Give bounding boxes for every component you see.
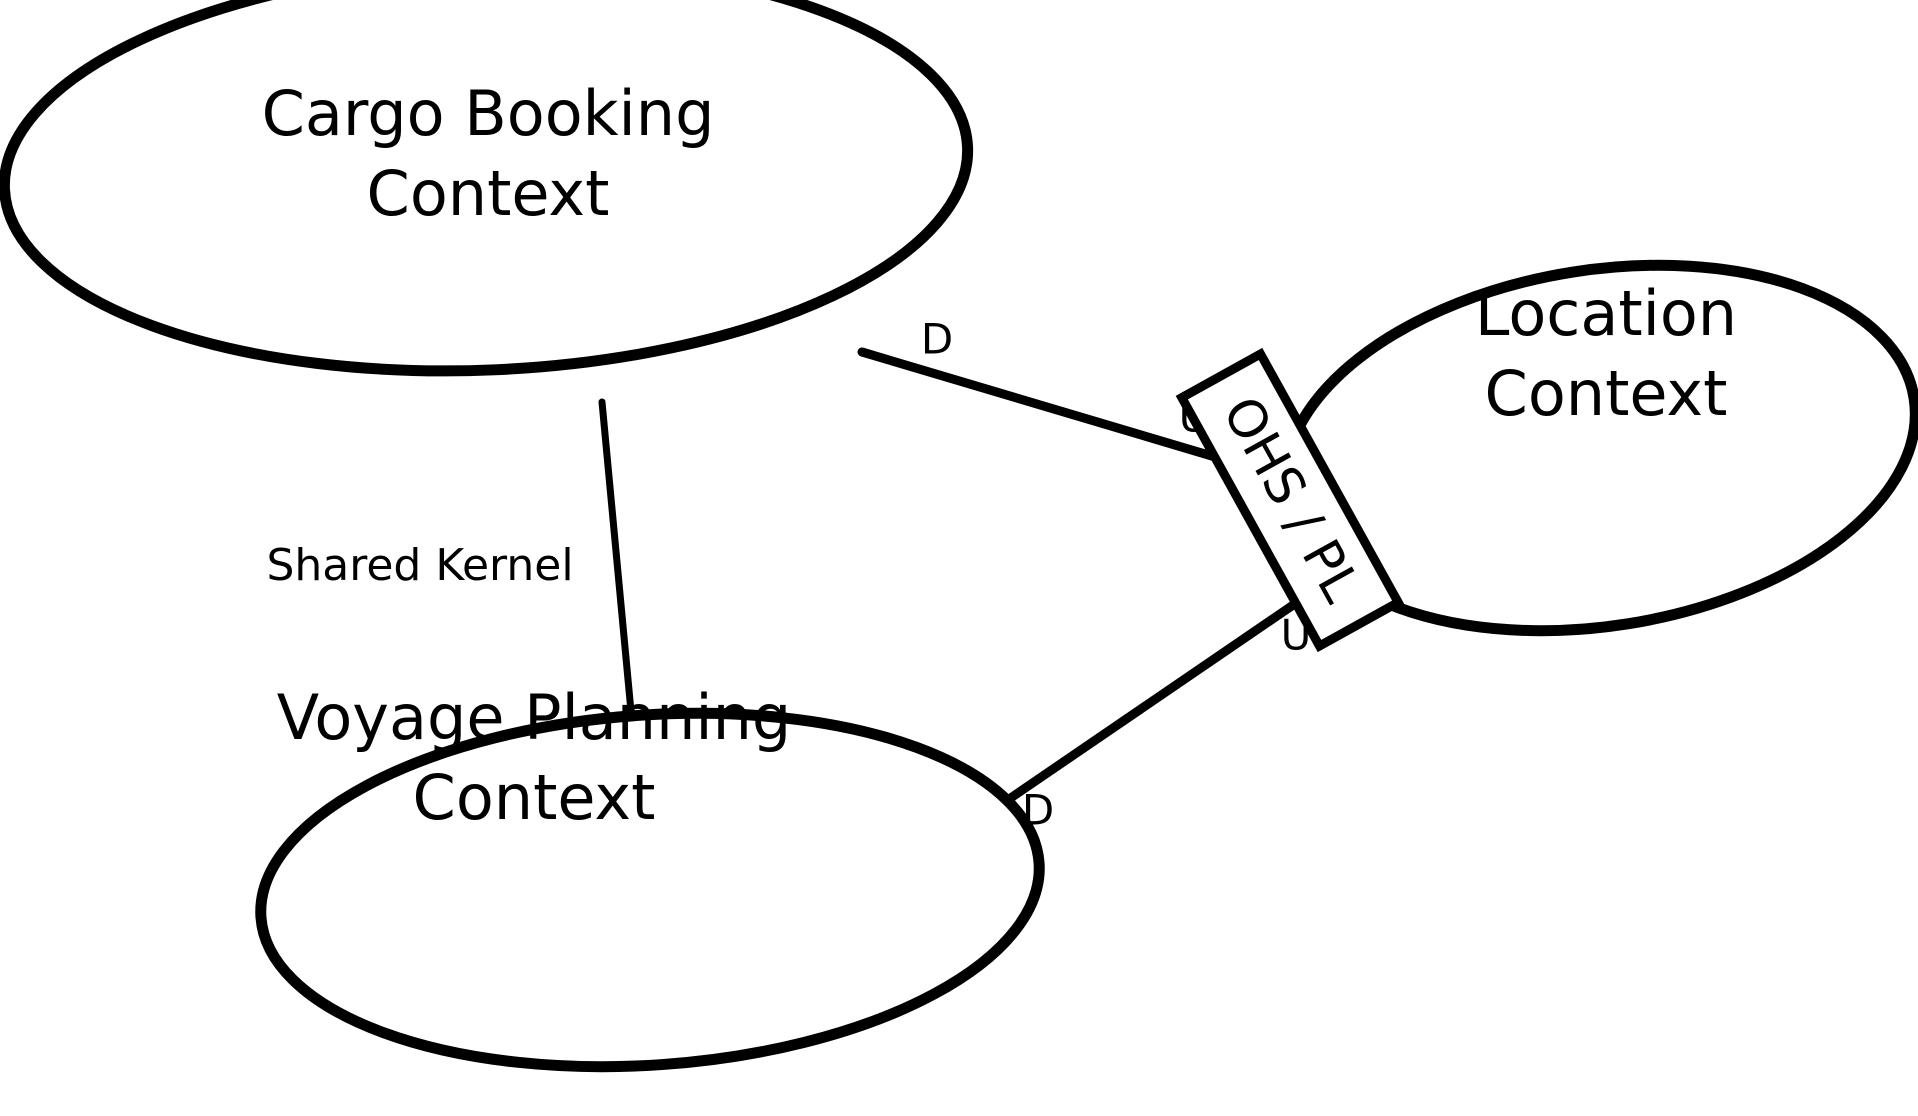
context-label-location-line2: Context <box>1485 357 1728 430</box>
role-marker-voyage-downstream: D <box>1022 786 1054 835</box>
context-label-voyage-planning-line2: Context <box>413 761 656 834</box>
context-label-location: Location Context <box>1475 277 1737 430</box>
context-label-location-line1: Location <box>1475 277 1737 350</box>
relationship-box-ohs-pl-rect <box>1175 347 1405 653</box>
context-label-voyage-planning-line1: Voyage Planning <box>277 681 792 754</box>
edge-shared-kernel <box>598 398 636 726</box>
context-label-voyage-planning: Voyage Planning Context <box>277 681 792 834</box>
context-label-cargo-booking-line2: Context <box>367 157 610 230</box>
context-label-cargo-booking: Cargo Booking Context <box>262 77 715 230</box>
role-marker-cargo-downstream: D <box>921 315 953 364</box>
edge-voyage-to-location <box>991 583 1323 813</box>
context-ellipse-voyage-planning[interactable] <box>249 688 1052 1092</box>
context-ellipse-cargo-booking[interactable] <box>0 0 976 391</box>
edge-cargo-to-location <box>857 347 1237 467</box>
edge-label-shared-kernel: Shared Kernel <box>266 540 573 591</box>
context-label-cargo-booking-line1: Cargo Booking <box>262 77 715 150</box>
